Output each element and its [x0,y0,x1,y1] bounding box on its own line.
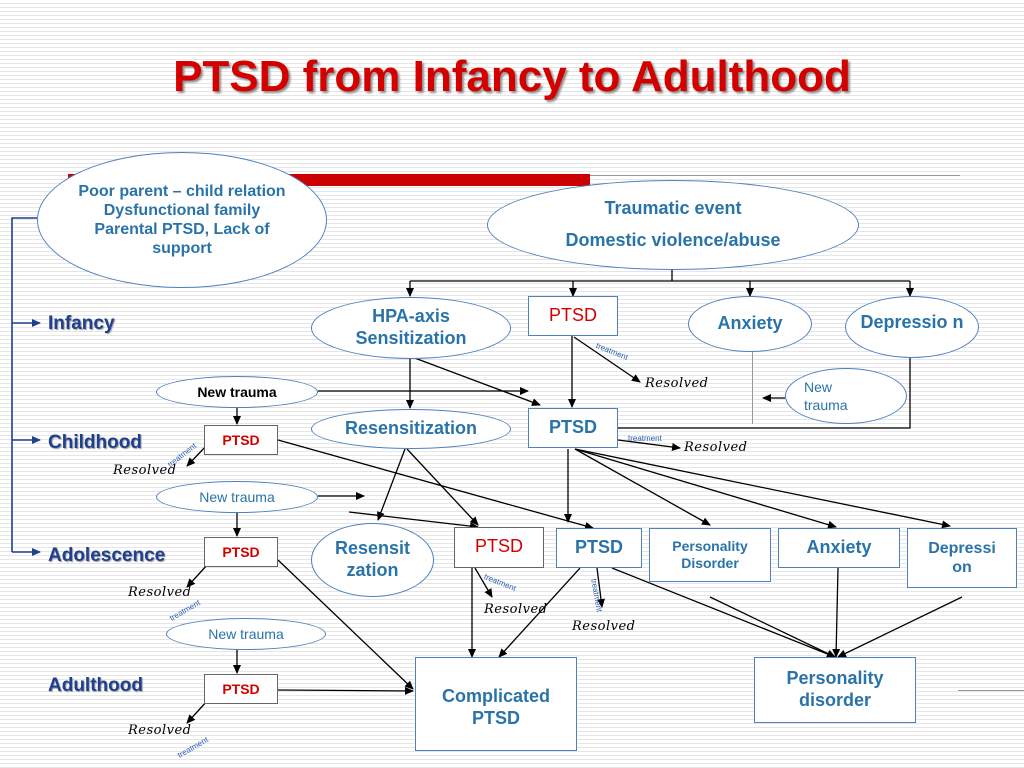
new-trauma-infancy-node: New trauma [156,376,318,408]
risk-factors-node: Poor parent – child relation Dysfunction… [37,152,327,288]
resolved-label: Resolved [684,440,748,455]
new-trauma-right-node: New trauma [785,368,907,424]
depression-adolescence-node: Depressi on [907,528,1017,588]
ptsd-mid-node: PTSD [528,408,618,448]
page-title: PTSD from Infancy to Adulthood [173,52,851,101]
complicated-ptsd-node: Complicated PTSD [415,657,577,751]
ptsd-adulthood-node: PTSD [204,674,278,704]
new-trauma-childhood-node: New trauma [156,481,318,513]
ptsd-childhood-node: PTSD [204,425,278,455]
ptsd-adolescence-red-node: PTSD [454,527,544,568]
resolved-label: Resolved [484,602,548,617]
divider-line-bottom [958,690,1024,691]
domestic-violence-label: Domestic violence/abuse [565,230,781,250]
stage-infancy: Infancy [48,313,115,334]
ptsd-top-node: PTSD [528,296,618,336]
new-trauma-adolescence-node: New trauma [166,618,326,650]
ptsd-adolescent-stage-node: PTSD [204,537,278,567]
stage-childhood: Childhood [48,432,142,453]
traumatic-event-label: Traumatic event [604,198,742,219]
resensitization-adolescence-node: Resensit zation [311,523,434,597]
divider-line [590,175,960,176]
anxiety-adolescence-node: Anxiety [778,528,900,568]
traumatic-event-node: Traumatic event Domestic violence/abuse [487,180,859,270]
personality-disorder-node: Personality disorder [754,657,916,723]
divider-line-vertical [752,352,753,424]
resolved-label: Resolved [113,463,177,478]
depression-top-node: Depressio n [845,296,979,358]
anxiety-top-node: Anxiety [688,296,812,352]
ptsd-mid-label: PTSD [548,417,597,437]
resolved-label: Resolved [645,376,709,391]
resolved-label: Resolved [128,585,192,600]
resolved-label: Resolved [128,723,192,738]
stage-adolescence: Adolescence [48,545,166,566]
resensitization-node: Resensitization [311,409,511,449]
stage-adulthood: Adulthood [48,675,143,696]
ptsd-adolescence-node: PTSD [556,528,642,568]
hpa-axis-node: HPA-axis Sensitization [311,297,511,359]
treatment-label: treatment [628,434,662,443]
personality-disorder-small-node: Personality Disorder [649,528,771,582]
resolved-label: Resolved [572,619,636,634]
